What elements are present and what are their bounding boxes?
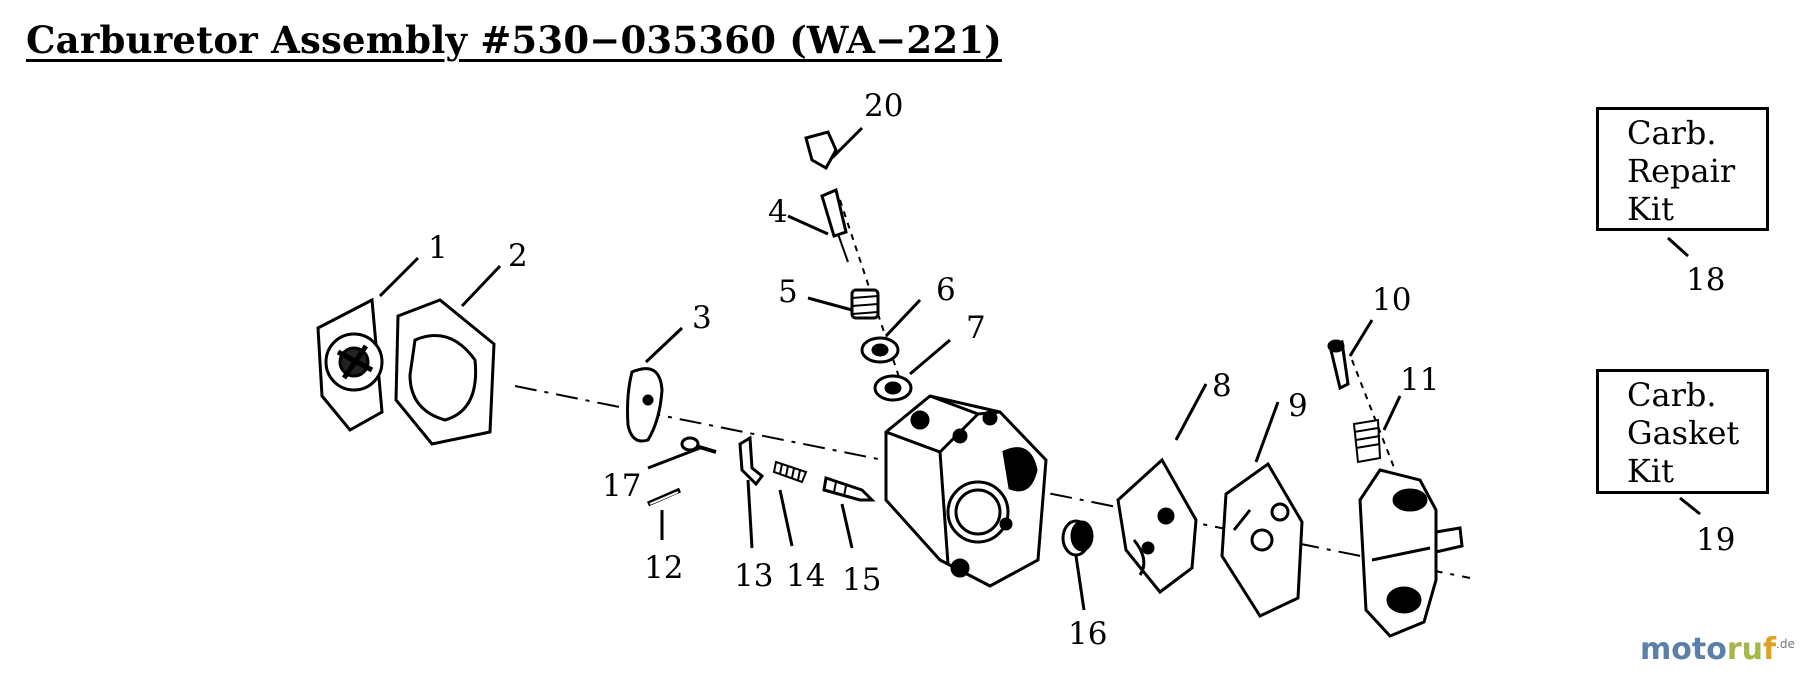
callout-1: 1: [428, 230, 448, 266]
part-8-gasket: [1116, 457, 1198, 595]
part-11-spring: [1352, 418, 1382, 464]
callout-6: 6: [936, 272, 956, 308]
callout-2: 2: [508, 238, 528, 274]
part-13-lever-arm: [738, 435, 765, 487]
kit-gasket-line-2: Gasket: [1627, 414, 1740, 452]
part-3-lever: [626, 367, 664, 443]
carburetor-body: [884, 394, 1048, 588]
part-4-needle: [820, 187, 849, 263]
part-2-gasket: [394, 298, 496, 446]
callout-7: 7: [966, 310, 986, 346]
page-title: Carburetor Assembly #530−035360 (WA−221): [26, 18, 1002, 62]
part-1-cover-plate: [316, 297, 384, 432]
part-16-plug: [1061, 519, 1094, 557]
callout-5: 5: [778, 274, 798, 310]
kit-repair-line-1: Carb.: [1627, 114, 1717, 152]
kit-gasket-line-1: Carb.: [1627, 376, 1717, 414]
watermark-part-3: f: [1762, 632, 1777, 667]
kit-gasket-line-3: Kit: [1627, 452, 1674, 490]
callout-4: 4: [768, 194, 788, 230]
callout-8: 8: [1212, 368, 1232, 404]
kit-repair-line-2: Repair: [1627, 152, 1736, 190]
part-20-fitting: [804, 130, 838, 171]
part-7-seal: [873, 374, 913, 402]
callout-18: 18: [1686, 262, 1725, 298]
callout-17: 17: [602, 468, 641, 504]
watermark-logo: motoruf.de: [1640, 632, 1795, 667]
callout-15: 15: [842, 562, 881, 598]
part-15-needle-valve: [822, 476, 876, 502]
callout-13: 13: [734, 558, 773, 594]
watermark-suffix: .de: [1776, 637, 1795, 651]
carb-gasket-kit-box: Carb. Gasket Kit: [1596, 369, 1769, 494]
part-6-washer: [860, 336, 900, 364]
callout-9: 9: [1288, 388, 1308, 424]
kit-repair-line-3: Kit: [1627, 190, 1674, 228]
callout-19: 19: [1696, 522, 1735, 558]
part-9-plate: [1220, 461, 1304, 618]
callout-14: 14: [786, 558, 825, 594]
carb-repair-kit-box: Carb. Repair Kit: [1596, 107, 1769, 231]
part-10-screw: [1327, 339, 1350, 391]
callout-16: 16: [1068, 616, 1107, 652]
watermark-part-2: ru: [1726, 632, 1763, 667]
callout-20: 20: [864, 88, 903, 124]
callout-3: 3: [692, 300, 712, 336]
part-12-pin: [646, 487, 682, 507]
part-5-spring: [850, 288, 880, 320]
callout-12: 12: [644, 550, 683, 586]
callout-11: 11: [1400, 362, 1439, 398]
callout-leaders: [378, 126, 1701, 611]
callout-10: 10: [1372, 282, 1411, 318]
part-14-spring: [772, 460, 808, 484]
watermark-part-1: moto: [1640, 632, 1727, 667]
pump-cover: [1358, 468, 1464, 638]
